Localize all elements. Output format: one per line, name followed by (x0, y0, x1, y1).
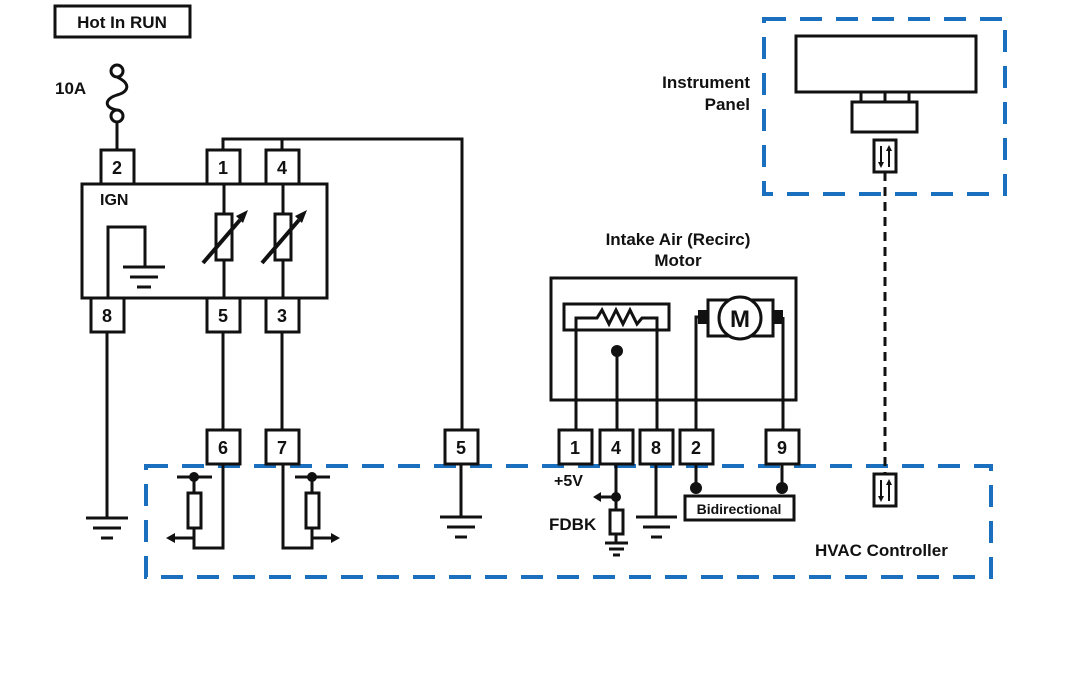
connector-pin: 8 (89, 296, 126, 334)
svg-text:Bidirectional: Bidirectional (697, 501, 782, 517)
connector-pin: 9 (764, 428, 801, 466)
hvac-controller-boundary (144, 464, 993, 579)
connector-pin: 6 (205, 428, 242, 466)
connector-pin: 1 (205, 148, 242, 186)
connector-pin: 5 (205, 296, 242, 334)
variable-resistor-icon (201, 184, 248, 298)
svg-text:3: 3 (277, 306, 287, 326)
motor-icon: M (694, 295, 785, 430)
hot-in-run-text: Hot In RUN (77, 13, 167, 32)
plus5v-label: +5V (554, 473, 583, 490)
ground-icon (86, 516, 128, 540)
connector-pin: 7 (264, 428, 301, 466)
svg-text:7: 7 (277, 438, 287, 458)
instrument-panel-module (794, 34, 978, 134)
svg-text:4: 4 (611, 438, 621, 458)
svg-text:4: 4 (277, 158, 287, 178)
instrument-panel-label: Instrument (662, 73, 750, 92)
connector-pin: 4 (598, 428, 635, 466)
potentiometer-icon (562, 302, 671, 430)
connector-pin: 3 (264, 296, 301, 334)
ign-label: IGN (100, 192, 128, 209)
motor-subtitle: Motor (654, 251, 702, 270)
connector-pin: 1 (557, 428, 594, 466)
svg-text:8: 8 (651, 438, 661, 458)
pullup-resistor-icon (281, 464, 340, 550)
svg-text:1: 1 (570, 438, 580, 458)
serial-data-icon (872, 138, 898, 174)
connector-pin: 5 (443, 428, 480, 466)
connector-pin: 4 (264, 148, 301, 186)
svg-text:2: 2 (112, 158, 122, 178)
fdbk-label: FDBK (549, 515, 597, 534)
motor-housing (549, 276, 798, 402)
ground-icon (440, 515, 482, 539)
hvac-controller-label: HVAC Controller (815, 541, 948, 560)
connector-pin: 2 (99, 148, 136, 186)
reference-wire (221, 137, 464, 430)
variable-resistor-icon (260, 184, 307, 298)
sensor-module: IGN (80, 182, 329, 300)
svg-text:5: 5 (218, 306, 228, 326)
svg-text:1: 1 (218, 158, 228, 178)
bidirectional-driver: Bidirectional (683, 494, 796, 522)
feedback-circuit (593, 464, 628, 557)
ground-icon (636, 515, 677, 539)
instrument-panel-boundary (762, 17, 1007, 196)
motor-symbol: M (730, 306, 750, 333)
pullup-resistor-icon (166, 464, 225, 550)
fuse-icon (105, 63, 129, 150)
svg-text:6: 6 (218, 438, 228, 458)
motor-title: Intake Air (Recirc) (606, 230, 751, 249)
svg-text:2: 2 (691, 438, 701, 458)
junction-dot (776, 482, 788, 494)
connector-pin: 8 (638, 428, 675, 466)
fuse-rating-label: 10A (55, 79, 86, 98)
junction-dot (690, 482, 702, 494)
svg-text:8: 8 (102, 306, 112, 326)
internal-ground-icon (106, 225, 165, 298)
svg-text:9: 9 (777, 438, 787, 458)
connector-pin: 2 (678, 428, 715, 466)
hot-in-run-label: Hot In RUN (53, 4, 192, 39)
svg-text:5: 5 (456, 438, 466, 458)
serial-data-icon (872, 472, 898, 508)
instrument-panel-label-2: Panel (705, 95, 750, 114)
